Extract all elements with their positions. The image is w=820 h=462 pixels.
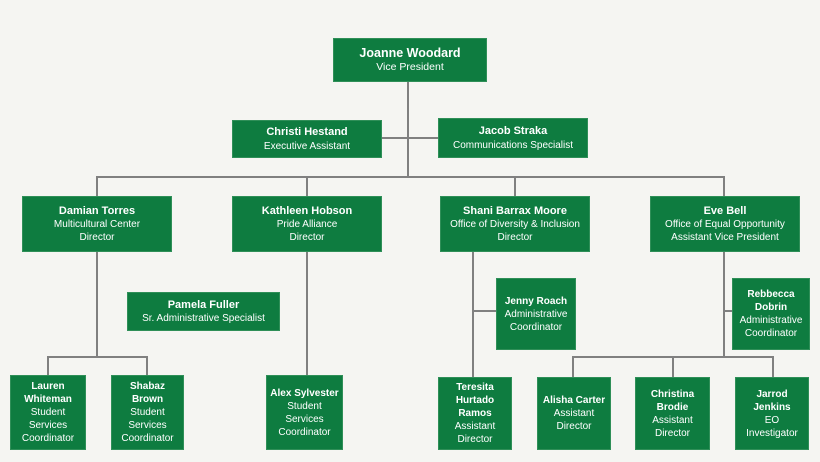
person-name: Kathleen Hobson xyxy=(261,204,353,217)
person-name: Jacob Straka xyxy=(478,125,548,138)
person-title: Office of Diversity & Inclusion Director xyxy=(450,219,580,244)
person-name: Teresita Hurtado Ramos xyxy=(455,382,495,419)
person-name: Lauren Whiteman xyxy=(24,381,72,405)
person-name: Jenny Roach xyxy=(504,295,568,307)
person-name: Alisha Carter xyxy=(542,395,606,406)
connector-shani-down xyxy=(472,252,474,377)
connector-eve-down xyxy=(723,252,725,358)
org-node-pamela-fuller: Pamela Fuller Sr. Administrative Special… xyxy=(127,292,280,331)
person-title: Multicultural Center Director xyxy=(53,219,141,244)
connector-level2-h xyxy=(382,137,438,139)
connector-stub-alisha xyxy=(572,356,574,377)
org-node-jacob-straka: Jacob Straka Communications Specialist xyxy=(438,118,588,158)
org-node-alisha-carter: Alisha Carter Assistant Director xyxy=(537,377,611,450)
connector-level3-h xyxy=(96,176,725,178)
org-node-kathleen-hobson: Kathleen Hobson Pride Alliance Director xyxy=(232,196,382,252)
person-name: Shani Barrax Moore xyxy=(463,204,567,217)
person-title: Communications Specialist xyxy=(452,139,574,151)
connector-jenny-stub xyxy=(474,310,496,312)
person-title: Assistant Director xyxy=(454,421,496,445)
org-node-joanne-woodard: Joanne Woodard Vice President xyxy=(333,38,487,82)
connector-rebbecca-stub xyxy=(725,310,732,312)
person-name: Eve Bell xyxy=(703,204,747,217)
person-title: Student Services Coordinator xyxy=(278,400,331,438)
person-name: Alex Sylvester xyxy=(270,387,339,399)
connector-kathleen-down xyxy=(306,252,308,375)
connector-stub-eve xyxy=(723,176,725,196)
person-name: Christina Brodie xyxy=(650,388,695,413)
connector-bottomleft-h xyxy=(47,356,148,358)
connector-stub-lauren xyxy=(47,356,49,375)
person-title: EO Investigator xyxy=(746,414,798,439)
org-node-alex-sylvester: Alex Sylvester Student Services Coordina… xyxy=(266,375,343,450)
org-node-christi-hestand: Christi Hestand Executive Assistant xyxy=(232,120,382,158)
connector-stub-shani xyxy=(514,176,516,196)
org-node-shabaz-brown: Shabaz Brown Student Services Coordinato… xyxy=(111,375,184,450)
connector-joanne-down xyxy=(407,82,409,177)
person-title: Student Services Coordinator xyxy=(121,407,174,444)
org-node-jarrod-jenkins: Jarrod Jenkins EO Investigator xyxy=(735,377,809,450)
org-node-jenny-roach: Jenny Roach Administrative Coordinator xyxy=(496,278,576,350)
person-title: Pride Alliance Director xyxy=(276,219,338,244)
person-name: Damian Torres xyxy=(58,204,136,217)
person-title: Office of Equal Opportunity Assistant Vi… xyxy=(665,219,785,244)
person-title: Administrative Coordinator xyxy=(504,308,568,333)
person-title: Student Services Coordinator xyxy=(21,407,75,444)
person-name: Christi Hestand xyxy=(266,126,348,139)
person-name: Pamela Fuller xyxy=(167,298,240,311)
org-node-eve-bell: Eve Bell Office of Equal Opportunity Ass… xyxy=(650,196,800,252)
person-name: Joanne Woodard xyxy=(359,46,461,61)
person-name: Rebbecca Dobrin xyxy=(747,289,795,313)
person-title: Vice President xyxy=(376,61,444,74)
connector-stub-kathleen xyxy=(306,176,308,196)
person-title: Executive Assistant xyxy=(263,140,351,152)
org-node-rebbecca-dobrin: Rebbecca Dobrin Administrative Coordinat… xyxy=(732,278,810,350)
org-node-shani-barrax-moore: Shani Barrax Moore Office of Diversity &… xyxy=(440,196,590,252)
person-title: Administrative Coordinator xyxy=(739,315,803,339)
org-node-christina-brodie: Christina Brodie Assistant Director xyxy=(635,377,710,450)
person-name: Shabaz Brown xyxy=(129,381,165,405)
person-name: Jarrod Jenkins xyxy=(753,388,791,413)
org-node-lauren-whiteman: Lauren Whiteman Student Services Coordin… xyxy=(10,375,86,450)
person-title: Assistant Director xyxy=(553,408,595,432)
connector-damian-down xyxy=(96,252,98,358)
org-node-damian-torres: Damian Torres Multicultural Center Direc… xyxy=(22,196,172,252)
connector-stub-jarrod xyxy=(772,356,774,377)
person-title: Sr. Administrative Specialist xyxy=(142,313,265,325)
org-node-teresita-hurtado-ramos: Teresita Hurtado Ramos Assistant Directo… xyxy=(438,377,512,450)
connector-stub-christina xyxy=(672,356,674,377)
connector-stub-shabaz xyxy=(146,356,148,375)
connector-stub-damian xyxy=(96,176,98,196)
person-title: Assistant Director xyxy=(652,414,693,439)
